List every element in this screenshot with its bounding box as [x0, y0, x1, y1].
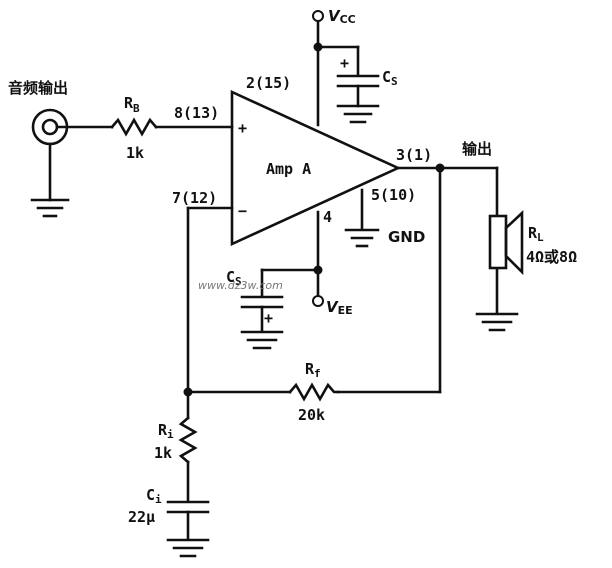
capacitor-cs-top	[336, 74, 380, 124]
vcc-supply-wire	[312, 10, 360, 127]
cs-bottom-plus: +	[264, 309, 273, 327]
opamp-plus-sign: +	[238, 119, 247, 137]
resistor-rb-name: RB	[124, 94, 140, 115]
cap-ci-name: Ci	[146, 486, 162, 506]
pin-noninv-label: 8(13)	[174, 104, 219, 122]
resistor-rb	[110, 117, 234, 137]
resistor-rb-value: 1k	[126, 144, 144, 162]
resistor-rf-value: 20k	[298, 406, 325, 424]
vee-supply-wire	[260, 210, 324, 307]
resistor-rf-name: Rf	[305, 360, 321, 380]
ground-symbol-load	[475, 312, 519, 332]
watermark: www.dz3w.com	[198, 279, 283, 292]
resistor-ri-name: Ri	[158, 421, 174, 441]
audio-input-jack	[31, 108, 114, 202]
opamp-triangle	[230, 89, 402, 247]
pin-gnd-label: 5(10)	[371, 186, 416, 204]
ground-symbol-input	[30, 198, 70, 218]
ground-symbol-pin5	[344, 188, 380, 248]
load-value: 4Ω或8Ω	[526, 248, 577, 266]
pin-out-label: 3(1)	[396, 146, 432, 164]
cap-ci-value: 22μ	[128, 508, 155, 526]
resistor-ri-value: 1k	[154, 444, 172, 462]
output-wire	[396, 163, 499, 314]
opamp-minus-sign: −	[238, 202, 247, 220]
speaker-icon	[488, 209, 524, 276]
vee-label: VEE	[326, 298, 353, 317]
cs-top-plus: +	[340, 54, 349, 72]
resistor-rf	[288, 382, 340, 402]
vcc-label: VCC	[328, 7, 356, 26]
gnd-label: GND	[388, 228, 425, 246]
cs-top-name: CS	[382, 68, 398, 88]
cs-bottom-name: CS	[226, 268, 242, 288]
pin-vee-label: 4	[323, 208, 332, 226]
capacitor-cs-bottom	[240, 295, 284, 350]
audio-input-label: 音频输出	[8, 79, 68, 97]
resistor-ri	[178, 390, 198, 502]
feedback-wire	[183, 166, 442, 397]
ground-symbol-ci	[166, 538, 210, 558]
opamp-name: Amp A	[266, 160, 311, 178]
pin-vcc-label: 2(15)	[246, 74, 291, 92]
capacitor-ci	[166, 500, 210, 540]
load-name: RL	[528, 224, 544, 244]
pin-inv-label: 7(12)	[172, 189, 217, 207]
output-label: 输出	[462, 140, 492, 158]
